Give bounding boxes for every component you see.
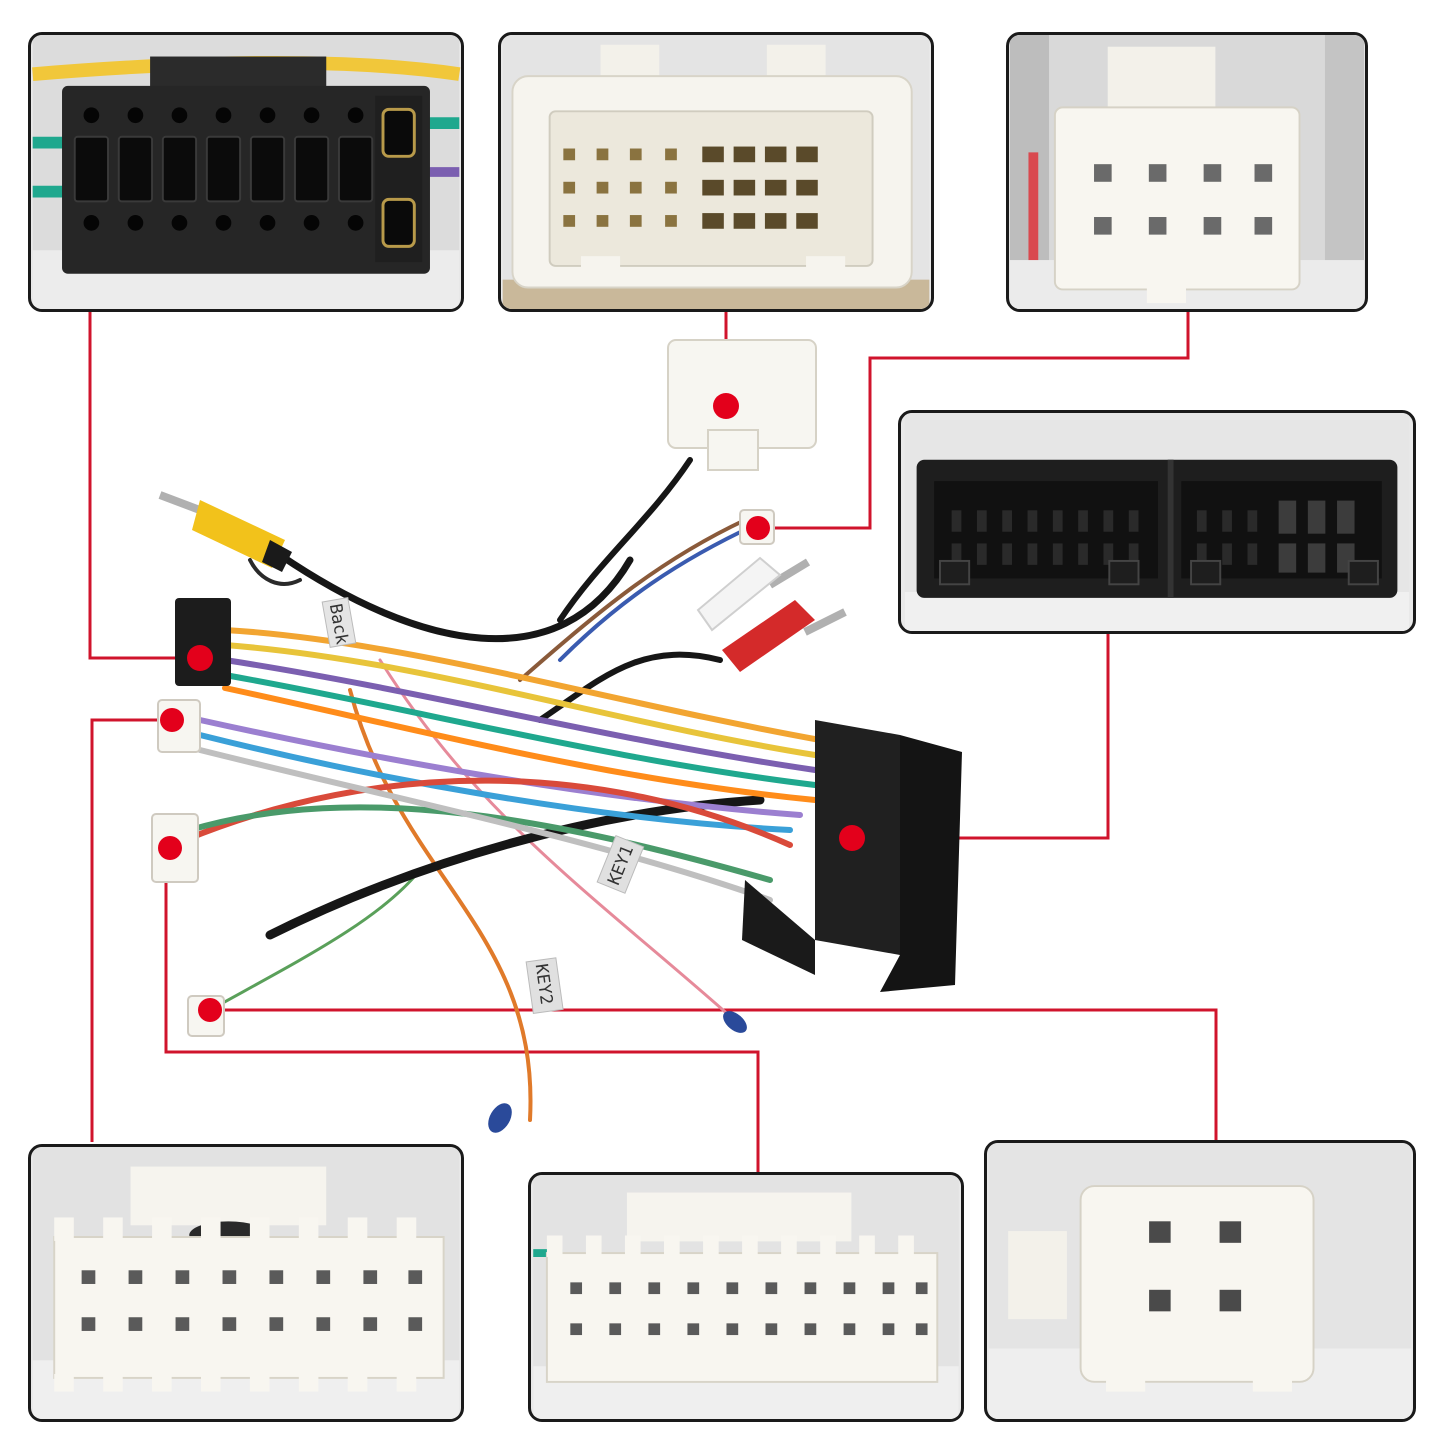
- callout-dot-left-1: [160, 708, 184, 732]
- callout-line-top-right: [758, 308, 1190, 530]
- panel-black-large: [898, 410, 1416, 634]
- white-20pin-comb-connector: [533, 1175, 959, 1419]
- black-large-connector: [904, 413, 1410, 631]
- rca-yellow-plug: [158, 491, 292, 572]
- white-4pin-connector: [988, 1143, 1412, 1419]
- black-connector-large: [742, 720, 962, 992]
- white-8pin-connector: [1009, 35, 1365, 309]
- tag-key2: KEY2: [525, 957, 564, 1015]
- callout-dot-black-large: [839, 825, 865, 851]
- black-16pin-connector: [32, 35, 461, 309]
- panel-white-8pin: [1006, 32, 1368, 312]
- callout-dot-white-top: [713, 393, 739, 419]
- panel-white-4pin: [984, 1140, 1416, 1422]
- panel-white-20pin-comb: [528, 1172, 964, 1422]
- callout-line-bottom-center: [164, 848, 760, 1172]
- callout-dot-left-2: [158, 836, 182, 860]
- rca-red-plug: [722, 600, 847, 672]
- panel-white-20pin: [498, 32, 934, 312]
- callout-dot-white-mini: [746, 516, 770, 540]
- callout-dot-black-16pin: [187, 645, 213, 671]
- white-connector-top: [667, 339, 817, 471]
- callout-line-top-left: [88, 308, 200, 660]
- callout-dot-left-3: [198, 998, 222, 1022]
- wire-tip-blue-right: [723, 1011, 747, 1033]
- white-16pin-comb-connector: [32, 1147, 460, 1419]
- wire-tip-blue-left: [488, 1103, 512, 1133]
- callout-line-bottom-left: [90, 718, 172, 1142]
- rca-white-plug: [696, 556, 811, 632]
- panel-white-16pin-comb: [28, 1144, 464, 1422]
- white-20pin-connector: [502, 35, 930, 309]
- tag-back: Back: [321, 596, 357, 648]
- panel-black-16pin: [28, 32, 464, 312]
